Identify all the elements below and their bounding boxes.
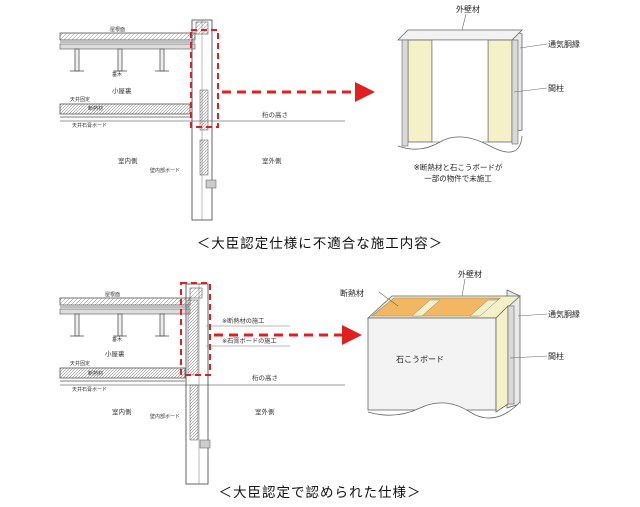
top-stud-right bbox=[487, 39, 513, 143]
top-exterior-wall-label: 外壁材 bbox=[456, 4, 480, 14]
bottom-insulation-top bbox=[371, 297, 501, 317]
top-girder-label: 桁の高さ bbox=[262, 110, 288, 119]
top-exterior-label: 室外側 bbox=[262, 156, 282, 165]
bottom-joist-label: 垂木 bbox=[112, 336, 122, 343]
bottom-gypsum-board bbox=[367, 317, 497, 411]
top-interior-label: 室内側 bbox=[118, 156, 138, 165]
bottom-insulation-label: 断熱材 bbox=[88, 370, 103, 377]
bottom-vent-batten-label: 通気胴縁 bbox=[548, 309, 580, 319]
bottom-gypsum-wall-label: 石こうボード bbox=[396, 355, 444, 364]
top-ceiling-label: 屋根面 bbox=[110, 26, 125, 33]
bottom-arrow-head bbox=[342, 325, 362, 345]
top-roof-beam bbox=[59, 32, 196, 41]
bottom-callout-gypsum: ※石膏ボードの施工 bbox=[222, 337, 277, 345]
bottom-caption: ＜大臣認定で認められた仕様＞ bbox=[218, 485, 422, 501]
bottom-stud bbox=[495, 305, 509, 413]
top-vent-batten-label: 通気胴縁 bbox=[548, 39, 580, 49]
bottom-insulation-wall-label: 断熱材 bbox=[340, 288, 364, 298]
top-insulation-label: 断熱材 bbox=[88, 105, 103, 112]
top-wall-3d bbox=[397, 13, 548, 153]
top-arrow-head bbox=[355, 82, 375, 102]
bottom-ceiling-insulation bbox=[59, 367, 186, 379]
top-attic-label: 小屋裏 bbox=[112, 86, 132, 95]
top-note-line2: 一部の物件で未施工 bbox=[424, 173, 492, 183]
bottom-callout-insulation: ※断熱材の施工 bbox=[222, 317, 264, 325]
top-wall-board-label: 壁内部ボード bbox=[150, 167, 180, 174]
bottom-ceiling-label: 屋根面 bbox=[105, 291, 120, 298]
bottom-wall-board-label: 壁内部ボード bbox=[150, 413, 180, 420]
bottom-exterior-wall-label: 外壁材 bbox=[458, 269, 482, 279]
bottom-section-drawing bbox=[59, 282, 362, 485]
bottom-wall-insulation bbox=[187, 299, 199, 376]
bottom-wall-3d bbox=[366, 278, 548, 420]
bottom-highlight-box bbox=[180, 282, 211, 376]
bottom-attic-label: 小屋裏 bbox=[105, 349, 125, 358]
top-stud-left bbox=[407, 39, 433, 143]
top-gypsum-label: 天井石膏ボード bbox=[72, 122, 107, 129]
bottom-gypsum-label: 天井石膏ボード bbox=[72, 386, 107, 393]
top-beam-label: 天井固定 bbox=[70, 96, 90, 103]
top-ceiling-insulation bbox=[59, 103, 191, 115]
bottom-exterior-label: 室外側 bbox=[255, 407, 275, 416]
bottom-beam-label: 天井固定 bbox=[70, 360, 90, 367]
top-note-line1: ※断熱材と石こうボードが bbox=[414, 162, 503, 172]
bottom-interior-label: 室内側 bbox=[112, 407, 132, 416]
bottom-joists bbox=[70, 313, 169, 337]
top-stud-label: 間柱 bbox=[548, 83, 564, 93]
top-joist-label: 垂木 bbox=[112, 71, 122, 78]
top-caption: ＜大臣認定仕様に不適合な施工内容＞ bbox=[196, 236, 444, 252]
bottom-girder-label: 桁の高さ bbox=[252, 373, 278, 382]
bottom-roof-beam bbox=[59, 297, 191, 306]
top-highlight-box bbox=[190, 29, 219, 128]
bottom-stud-label: 間柱 bbox=[548, 351, 564, 361]
top-joists bbox=[70, 48, 169, 72]
top-section-drawing bbox=[59, 19, 375, 221]
